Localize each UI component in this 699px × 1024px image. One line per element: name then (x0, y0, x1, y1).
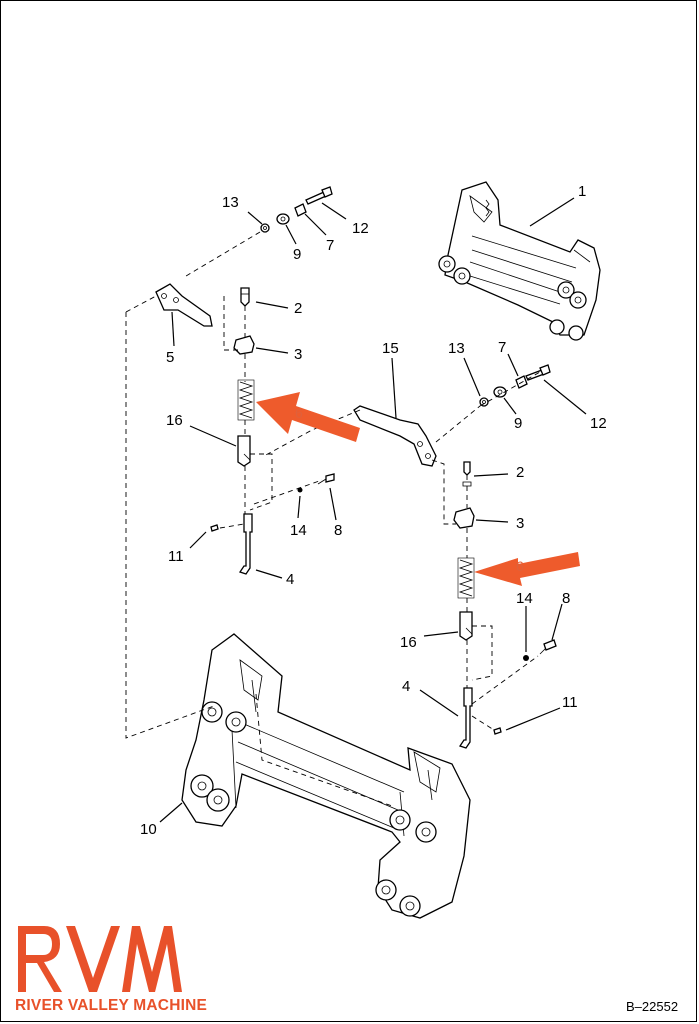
part-12-bolt-left (305, 186, 333, 205)
callout-7-left: 7 (326, 237, 334, 254)
callout-8-right: 8 (562, 590, 570, 607)
part-3-block-right (453, 507, 475, 529)
callout-12-right: 12 (590, 415, 607, 432)
callout-9-left: 9 (293, 246, 301, 263)
part-13-nut-left (260, 223, 270, 233)
part-7-spacer-left (294, 203, 307, 217)
part-1-attachment-plate-small (438, 181, 601, 341)
callout-3-left: 3 (294, 346, 302, 363)
callout-16-left: 16 (166, 412, 183, 429)
callout-8-left: 8 (334, 522, 342, 539)
part-16-latch-left (237, 435, 251, 467)
part-14-ball-right (523, 655, 529, 661)
river-valley-machine-logo: RIVER VALLEY MACHINE (15, 926, 207, 1014)
part-9-washer-right (493, 386, 507, 398)
callout-13-right: 13 (448, 340, 465, 357)
callout-11-left: 11 (168, 548, 184, 565)
callout-1: 1 (578, 183, 586, 200)
callout-15: 15 (382, 340, 399, 357)
part-6-spring-left (237, 379, 255, 421)
callout-5: 5 (166, 349, 174, 366)
callout-6-left: 6 (295, 405, 303, 421)
part-11-clip-right (493, 727, 502, 735)
callout-2-right: 2 (516, 464, 524, 481)
highlight-arrow-spring-left (256, 392, 360, 442)
callout-4-left: 4 (286, 571, 294, 588)
callout-3-right: 3 (516, 515, 524, 532)
callout-16-right: 16 (400, 634, 417, 651)
callout-12-left: 12 (352, 220, 369, 237)
part-11-clip-left (210, 524, 219, 532)
part-15-lever-right (353, 405, 437, 467)
part-10-attachment-plate-large (181, 633, 471, 919)
highlight-arrow-spring-right (474, 552, 580, 586)
callout-13-left: 13 (222, 194, 239, 211)
part-14-ball-left (297, 487, 303, 493)
callout-10: 10 (140, 821, 157, 838)
callout-14-right: 14 (516, 590, 533, 607)
callout-7-right: 7 (498, 339, 506, 356)
part-8-plunger-right (539, 639, 557, 655)
part-9-washer-left (276, 213, 290, 225)
callout-11-right: 11 (562, 694, 578, 711)
callout-2-left: 2 (294, 300, 302, 317)
figure-reference: B–22552 (626, 999, 678, 1014)
part-2-pin-left (240, 287, 250, 307)
part-4-handle-left (238, 513, 253, 575)
callout-6-right: 6 (516, 558, 524, 574)
part-4-handle-right (458, 687, 473, 749)
callout-9-right: 9 (514, 415, 522, 432)
part-5-lever-left (155, 283, 213, 327)
part-3-block-left (233, 335, 255, 355)
part-16-latch-right (459, 611, 473, 641)
part-2-pin-right (462, 461, 472, 487)
callout-4-right: 4 (402, 678, 410, 695)
callout-14-left: 14 (290, 522, 307, 539)
part-8-plunger-left (317, 473, 335, 485)
part-6-spring-right (457, 557, 475, 599)
part-13-nut-right (479, 397, 489, 407)
logo-company-name: RIVER VALLEY MACHINE (15, 997, 207, 1014)
